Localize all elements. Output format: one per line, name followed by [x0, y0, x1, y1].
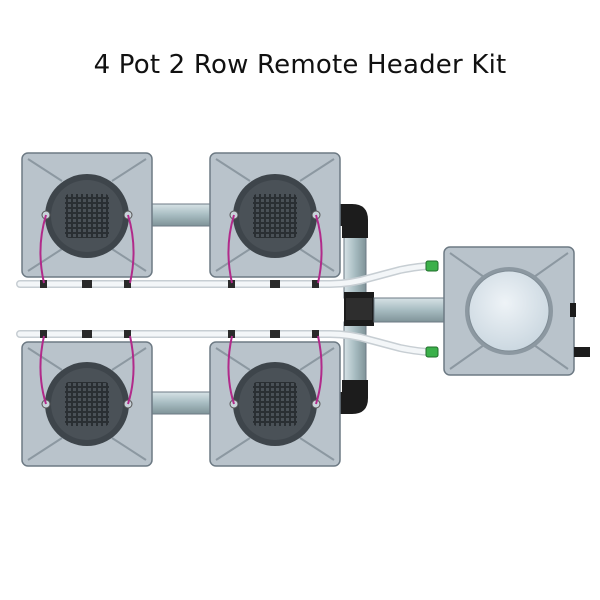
- drip-line: [39, 214, 47, 284]
- elbow-bottom: [336, 380, 368, 414]
- brain-lid: [468, 270, 550, 352]
- pot-top-right: [209, 152, 341, 284]
- page-title: 4 Pot 2 Row Remote Header Kit: [93, 50, 507, 80]
- riser-pipe-top: [343, 227, 367, 299]
- pot-bottom-left: [21, 335, 153, 467]
- connector-bottom: [425, 346, 439, 358]
- brain-tank: [443, 246, 590, 376]
- hose-clips: [40, 280, 319, 338]
- bottom-pipe: [149, 391, 213, 415]
- pot-bottom-right: [209, 335, 341, 467]
- top-pipe: [149, 203, 213, 227]
- connector-top: [425, 260, 439, 272]
- pot-top-left: [21, 152, 153, 284]
- supply-pipe: [373, 297, 449, 323]
- elbow-top: [336, 204, 368, 238]
